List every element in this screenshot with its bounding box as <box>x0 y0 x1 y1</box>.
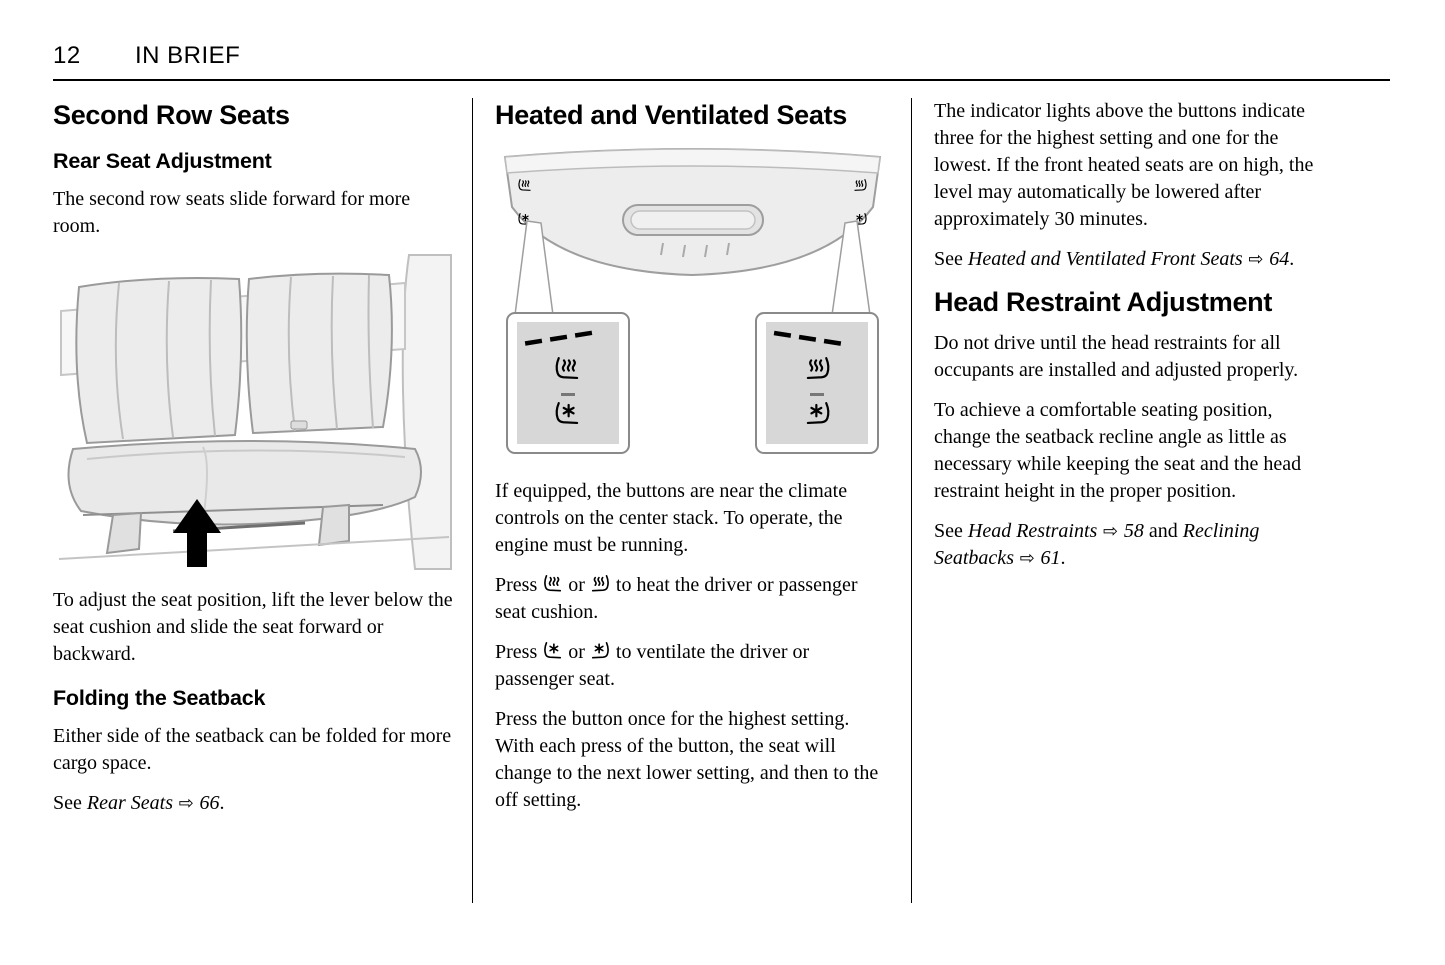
column-head-restraint: The indicator lights above the buttons i… <box>912 98 1334 903</box>
paragraph-indicator-lights: The indicator lights above the buttons i… <box>934 100 1314 230</box>
page-reference-arrow-icon: ⇨ <box>172 792 200 814</box>
xref-suffix: . <box>219 791 225 814</box>
paragraph-rear-seat-slide: The second row seats slide forward for m… <box>53 187 411 237</box>
cross-reference-head-restraints: See Head Restraints ⇨ 58 and Reclining S… <box>934 518 1334 572</box>
ventilated-seat-passenger-icon <box>591 641 609 659</box>
xref-suffix: . <box>1289 248 1295 270</box>
cross-reference-rear-seats: See Rear Seats ⇨ 66. <box>53 790 453 817</box>
xref-mid: and <box>1143 519 1183 542</box>
xref-prefix: See <box>53 791 87 814</box>
xref-title: Rear Seats <box>86 791 173 814</box>
press-vent-or: or <box>563 640 590 663</box>
cross-reference-heated-front-seats: See Heated and Ventilated Front Seats ⇨ … <box>934 246 1334 273</box>
page-reference-arrow-icon: ⇨ <box>1097 520 1124 542</box>
subheading-rear-seat-adjustment: Rear Seat Adjustment <box>53 148 272 173</box>
passenger-seat-buttons-callout <box>755 311 879 454</box>
xref-page: 64 <box>1269 248 1290 270</box>
press-heat-instruction: Press or to heat the driver or passenger… <box>495 572 889 626</box>
xref-page: 58 <box>1123 519 1144 542</box>
second-row-seats-drawing <box>58 253 452 570</box>
press-heat-post: to heat the driver or passenger seat cus… <box>495 573 858 623</box>
section-title: IN BRIEF <box>135 42 241 69</box>
xref-title: Heated and Ventilated Front Seats <box>967 248 1243 270</box>
xref-prefix: See <box>934 248 968 270</box>
xref-prefix: See <box>934 519 968 542</box>
driver-seat-buttons-callout <box>506 311 630 454</box>
ventilated-seat-driver-icon <box>544 641 562 659</box>
paragraph-press-setting: Press the button once for the highest se… <box>495 707 879 811</box>
xref-suffix: . <box>1060 546 1066 569</box>
page-reference-arrow-icon: ⇨ <box>1013 547 1041 569</box>
xref-page: 66 <box>199 791 220 814</box>
page-header: 12 IN BRIEF <box>53 42 1390 81</box>
paragraph-adjust-seat: To adjust the seat position, lift the le… <box>53 588 453 665</box>
heated-seat-passenger-icon <box>591 574 609 592</box>
heading-heated-ventilated-seats: Heated and Ventilated Seats <box>495 100 848 130</box>
page-number: 12 <box>53 42 81 69</box>
second-row-seats-illustration <box>53 253 453 571</box>
press-vent-pre: Press <box>495 640 543 663</box>
subheading-folding-seatback: Folding the Seatback <box>53 685 266 710</box>
column-second-row-seats: Second Row Seats Rear Seat Adjustment Th… <box>53 98 472 903</box>
press-heat-or: or <box>563 573 590 596</box>
content-columns: Second Row Seats Rear Seat Adjustment Th… <box>53 81 1390 903</box>
up-arrow-callout <box>173 498 221 567</box>
xref-page: 61 <box>1040 546 1061 569</box>
paragraph-comfortable-position: To achieve a comfortable seating positio… <box>934 398 1302 502</box>
page-reference-arrow-icon: ⇨ <box>1242 249 1270 270</box>
press-vent-post: to ventilate the driver or passenger sea… <box>495 640 810 690</box>
column-heated-ventilated-seats: Heated and Ventilated Seats <box>472 98 912 903</box>
paragraph-if-equipped: If equipped, the buttons are near the cl… <box>495 479 848 556</box>
paragraph-do-not-drive: Do not drive until the head restraints f… <box>934 331 1299 381</box>
xref-title: Head Restraints <box>967 519 1098 542</box>
climate-buttons-illustration <box>495 143 889 458</box>
press-vent-instruction: Press or to ventilate the driver or pass… <box>495 639 889 693</box>
heading-head-restraint-adjustment: Head Restraint Adjustment <box>934 287 1273 317</box>
climate-panel-drawing <box>503 147 882 454</box>
xref-title: Reclining Seatbacks <box>934 519 1260 569</box>
paragraph-fold-seatback: Either side of the seatback can be folde… <box>53 724 452 774</box>
heading-second-row-seats: Second Row Seats <box>53 100 290 130</box>
heated-seat-driver-icon <box>544 574 562 592</box>
press-heat-pre: Press <box>495 573 543 596</box>
